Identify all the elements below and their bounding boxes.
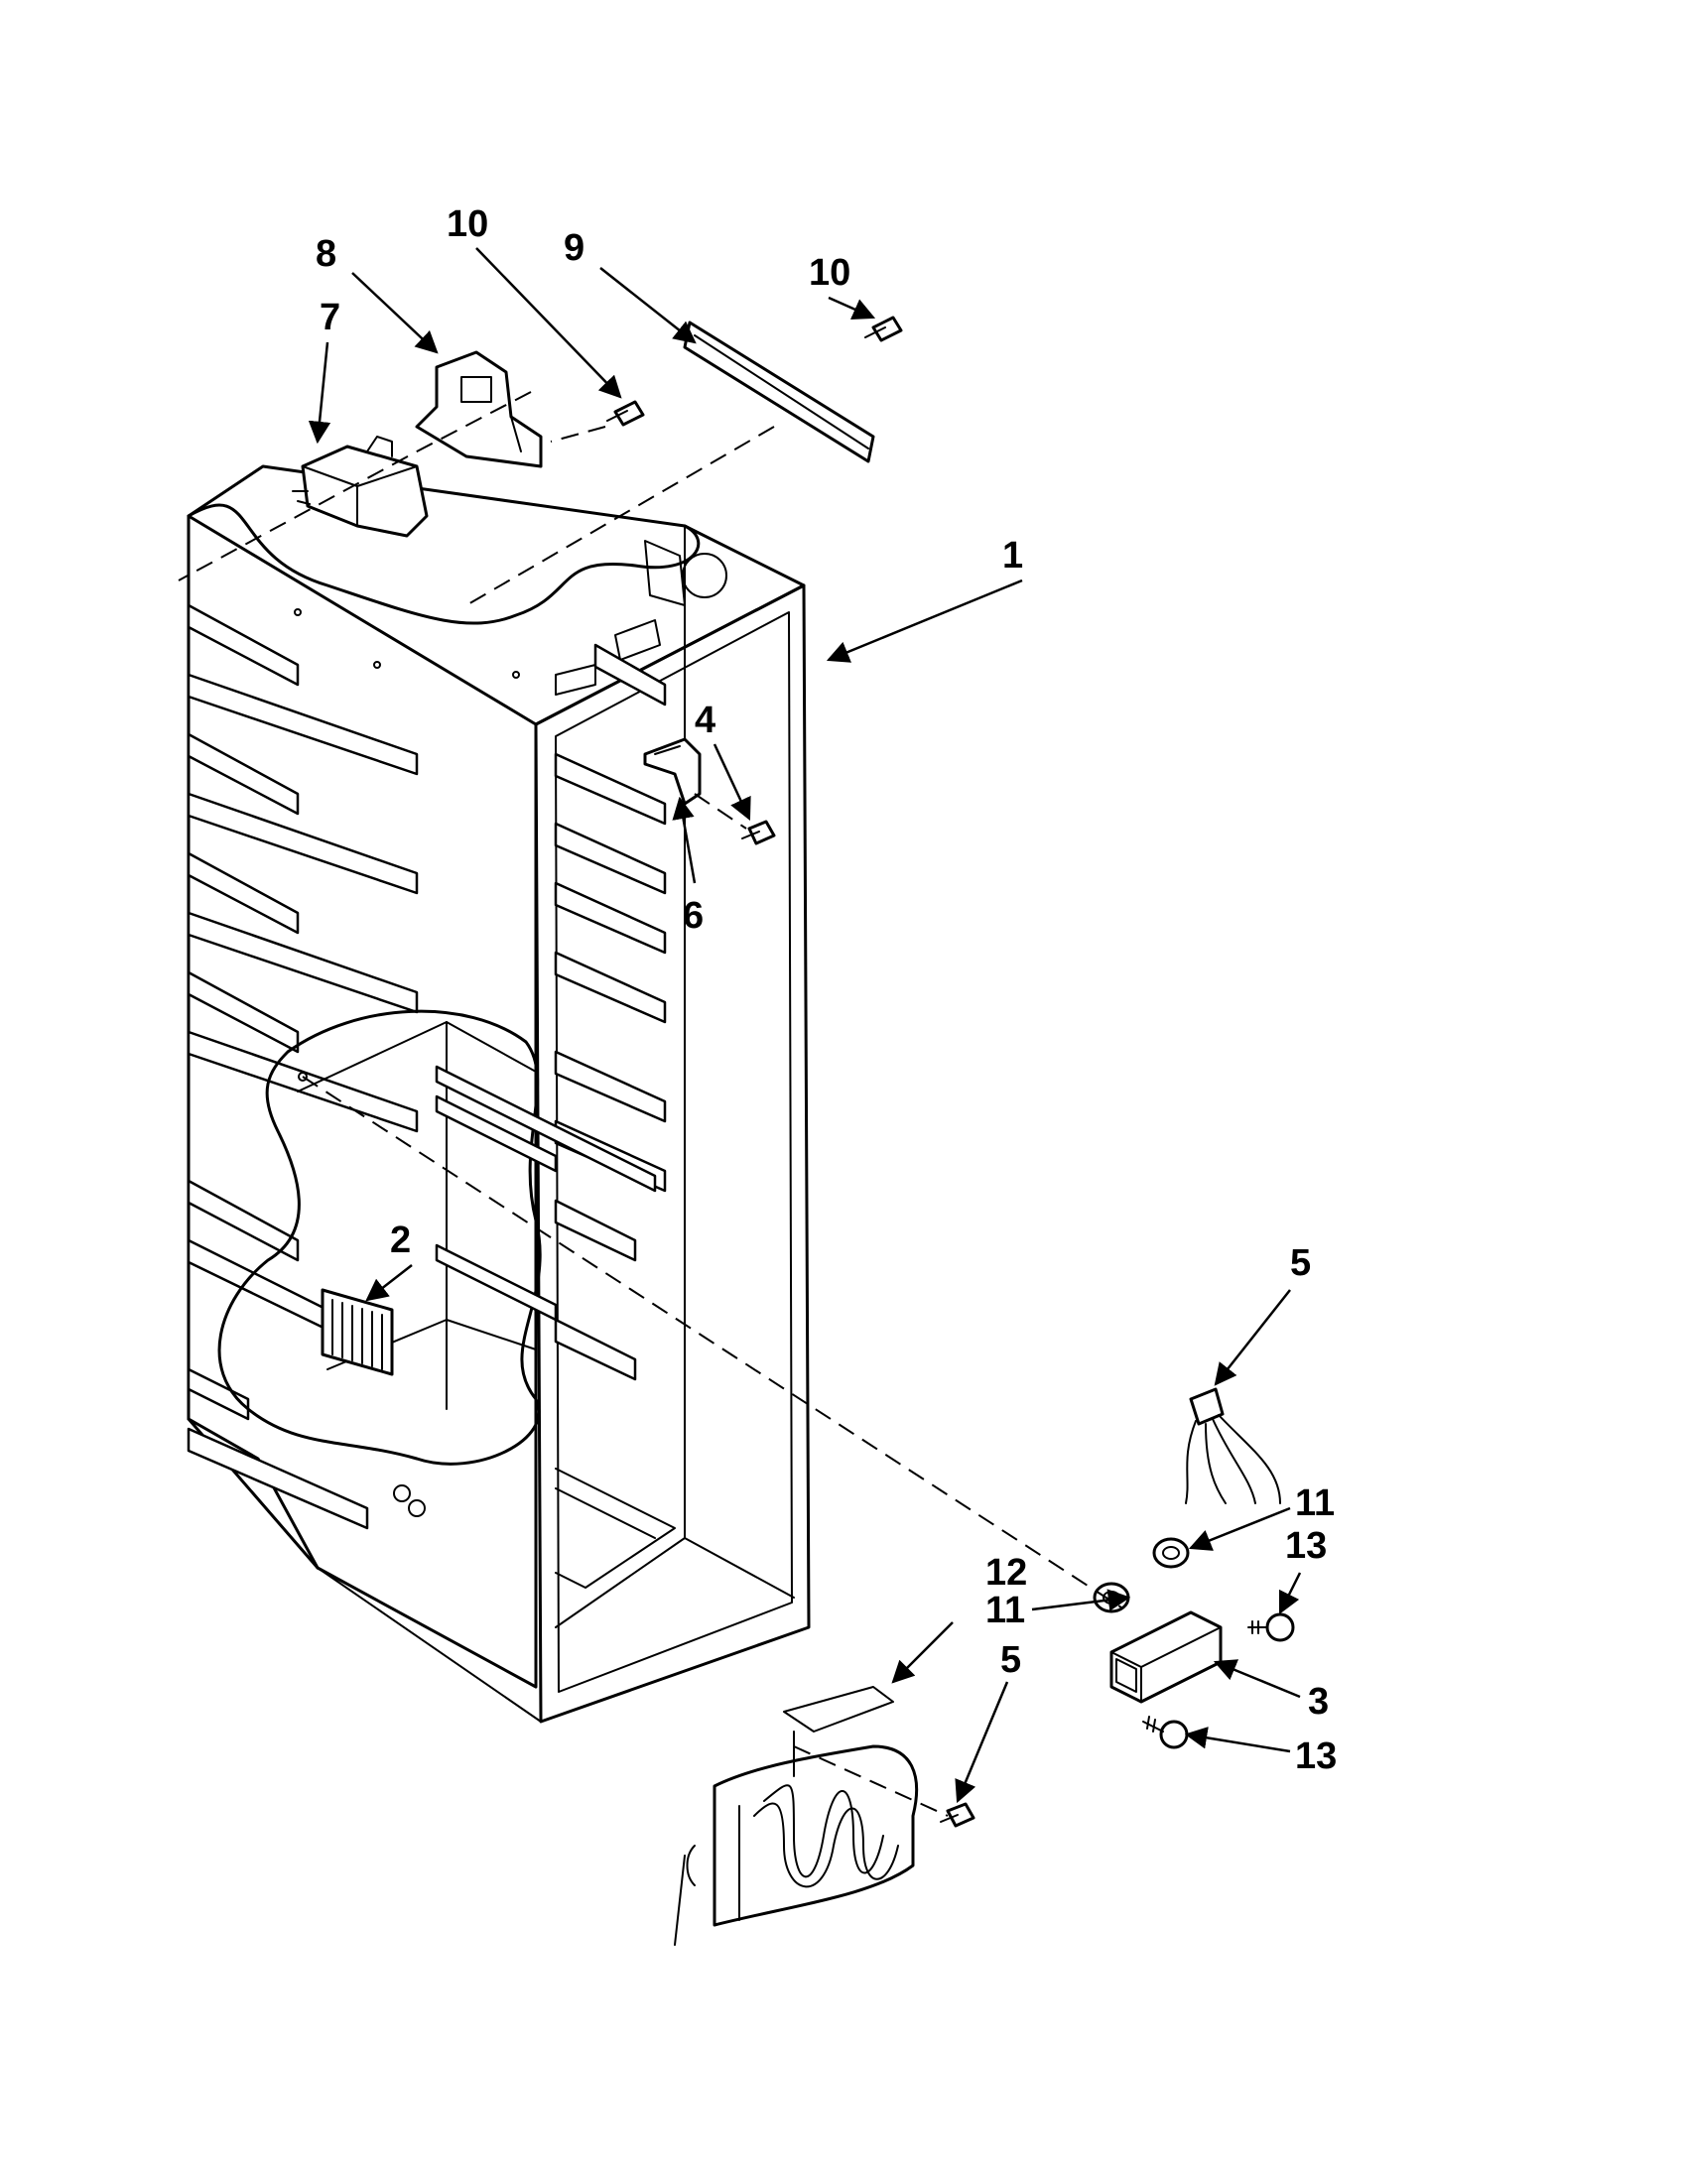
light-housing-part-3 (1109, 1610, 1223, 1704)
screw-part-4 (741, 820, 776, 845)
callout-9: 9 (564, 227, 584, 269)
trim-strip-part-9 (683, 321, 875, 463)
bulb-part-13-upper (1247, 1612, 1295, 1642)
control-housing-part-7 (292, 436, 429, 538)
left-shelf-rails (187, 603, 419, 1530)
callout-labels: 1 2 3 4 5 5 6 7 8 9 10 10 11 11 12 13 13 (316, 203, 1337, 1777)
wire-harness-part-5 (1185, 1387, 1281, 1504)
assembly-lines (178, 391, 1122, 1817)
callout-2: 2 (390, 1220, 411, 1261)
callout-4: 4 (695, 700, 715, 741)
screw-part-10-left (606, 400, 645, 427)
callout-13-upper: 13 (1285, 1525, 1327, 1567)
callout-6: 6 (683, 895, 704, 937)
bracket-part-8 (415, 350, 543, 468)
liner-cabinet (187, 464, 811, 1724)
callout-10-left: 10 (447, 203, 488, 245)
evaporator-coil-part-12 (674, 1686, 919, 1946)
callout-8: 8 (316, 233, 336, 275)
callout-12: 12 (985, 1552, 1027, 1594)
callout-11-lower: 11 (985, 1590, 1025, 1631)
leader-lines (308, 247, 1302, 1804)
callout-11-upper: 11 (1295, 1482, 1335, 1524)
callout-5-upper: 5 (1290, 1242, 1311, 1284)
grommet-part-11-upper (1152, 1537, 1190, 1569)
callout-13-lower: 13 (1295, 1735, 1337, 1777)
callout-3: 3 (1308, 1681, 1329, 1723)
callout-5-lower: 5 (1000, 1639, 1021, 1681)
screw-part-10-right (864, 316, 903, 342)
bracket-part-6 (643, 737, 702, 806)
screw-part-5-lower (940, 1802, 975, 1828)
vent-grille-part-2 (321, 1288, 394, 1376)
callout-10-right: 10 (809, 252, 850, 294)
callout-1: 1 (1002, 535, 1023, 577)
callout-7: 7 (320, 297, 340, 338)
bulb-part-13-lower (1142, 1716, 1189, 1749)
